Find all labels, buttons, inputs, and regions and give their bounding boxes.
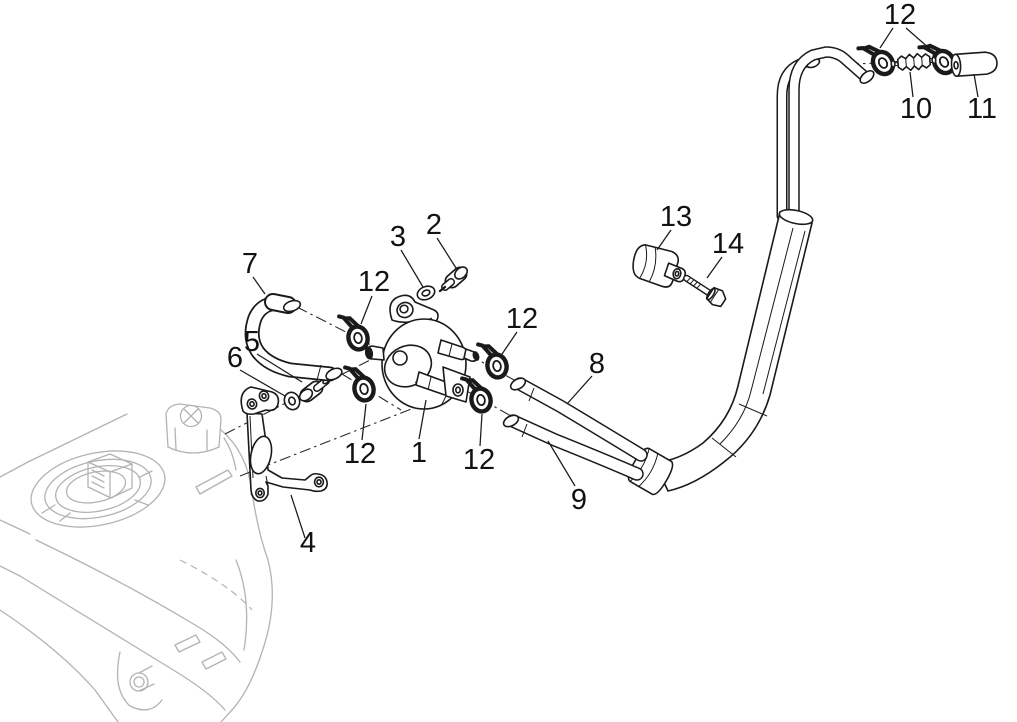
end-cap-11 [950, 51, 998, 78]
fuel-tank [0, 403, 273, 722]
washer-6 [281, 389, 303, 413]
bolt-5 [298, 377, 330, 403]
pump-flange [441, 366, 471, 405]
callout-12-lower-right: 12 [463, 444, 495, 476]
callout-3: 3 [390, 221, 406, 253]
callout-12-top: 12 [884, 0, 916, 31]
pump-left-port [364, 345, 385, 361]
clamp-collar-13 [632, 244, 686, 288]
tank-filler-neck [165, 403, 222, 454]
callout-9: 9 [571, 484, 587, 516]
callout-7: 7 [242, 248, 258, 280]
bolt-2 [438, 266, 468, 293]
hose-8 [509, 377, 648, 462]
callout-1: 1 [411, 437, 427, 469]
callout-14: 14 [712, 228, 744, 260]
tank-bottom-fitting [116, 634, 227, 711]
callout-4: 4 [300, 527, 316, 559]
callout-2: 2 [426, 209, 442, 241]
pump-upper-port [437, 339, 480, 362]
bracket-slot [249, 435, 273, 475]
callout-5: 5 [244, 326, 260, 358]
fuel-pump [364, 294, 480, 410]
fuel-line-long [788, 46, 875, 222]
leader-lines [239, 27, 979, 539]
callout-12-upper-left: 12 [358, 266, 390, 298]
tank-fuel-sender [30, 450, 233, 528]
barbed-connector-10 [890, 52, 937, 72]
hose-clamp-12-c [478, 340, 509, 381]
bracket-top-tab [240, 386, 280, 415]
hose-clamp-12-b [345, 363, 376, 404]
callout-10: 10 [900, 93, 932, 125]
callout-8: 8 [589, 348, 605, 380]
bolt-14 [683, 274, 727, 308]
washer-3 [416, 285, 436, 301]
callout-6: 6 [227, 342, 243, 374]
hose-run-assembly [502, 46, 875, 496]
callout-11: 11 [967, 93, 997, 125]
fuel-line-short [776, 55, 821, 222]
callout-12-upper-right: 12 [506, 303, 538, 335]
assembly-center-lines [224, 60, 959, 477]
hose-clamp-12-a [339, 312, 370, 353]
callout-labels: 12 10 11 13 14 2 3 7 12 12 5 6 8 1 12 12… [227, 0, 997, 559]
callout-12-lower-left: 12 [344, 438, 376, 470]
hose-sleeve [654, 208, 814, 492]
hose-9 [502, 414, 644, 481]
hose-7 [244, 293, 343, 382]
callout-13: 13 [660, 201, 692, 233]
pump-bracket [240, 386, 328, 502]
